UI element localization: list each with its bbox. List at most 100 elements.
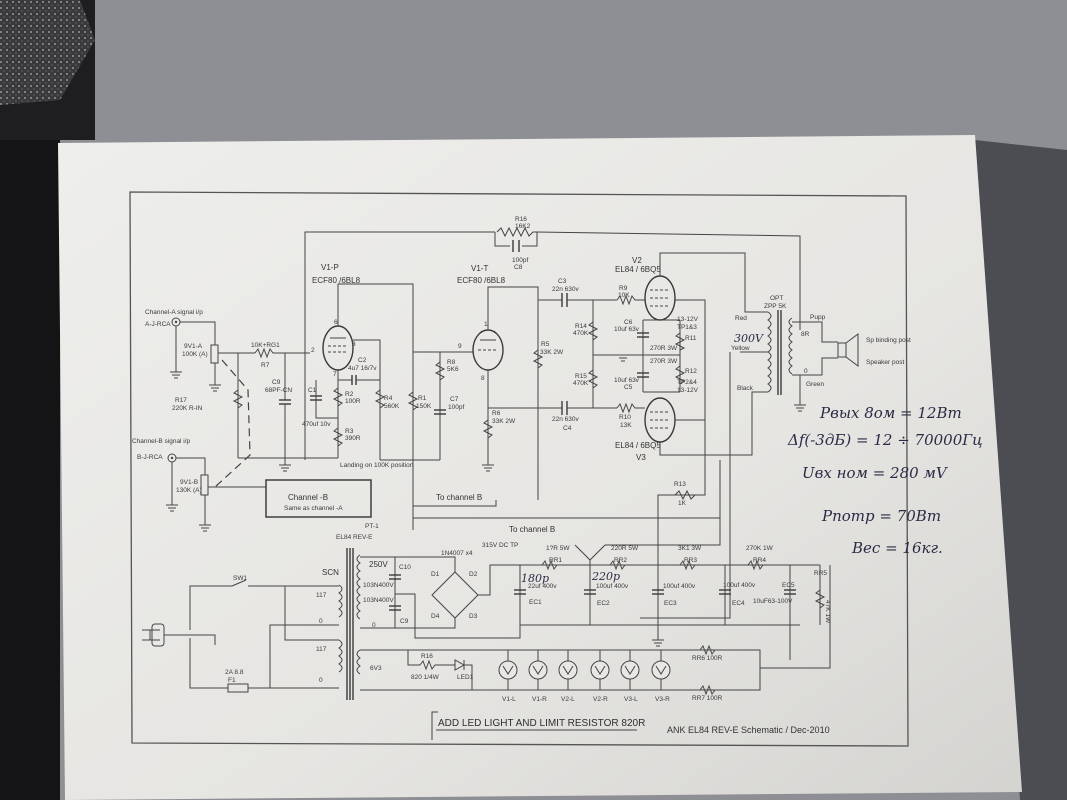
label: 1N4007 x4 — [441, 550, 473, 557]
label: 10uf 63v — [614, 326, 640, 333]
label: 8R — [801, 331, 810, 338]
label: B-J-RCA — [137, 454, 163, 461]
label: RR5 — [814, 570, 827, 577]
label: C2 — [358, 357, 367, 364]
label: D2 — [469, 571, 478, 578]
label: C9 — [400, 618, 409, 625]
bridge-rectifier — [431, 571, 479, 619]
label: R16 — [515, 216, 527, 223]
label: RR3 — [684, 557, 697, 564]
label: V3 — [636, 453, 646, 462]
label: D3 — [469, 613, 478, 620]
label: 22uf 400v — [528, 583, 557, 590]
label: 100pf — [512, 257, 528, 264]
label: R1 — [418, 395, 427, 402]
label: EL84 / 6BQ5 — [615, 265, 661, 274]
label: LED1 — [457, 674, 474, 681]
label: 100uf 400v — [663, 583, 696, 590]
label: 9V1-A — [184, 343, 203, 350]
label: RR4 — [753, 557, 766, 564]
label: 6V3 — [370, 665, 382, 672]
label: 100pf — [448, 404, 464, 411]
label: 10K+RG1 — [251, 342, 280, 349]
label: R10 — [619, 414, 631, 421]
filament-icon — [620, 650, 640, 690]
label: ZPP 5K — [764, 303, 787, 310]
label: 16K2 — [515, 223, 531, 230]
label: 0 — [372, 622, 376, 629]
note-frequency: Δf(-3дБ) = 12 ÷ 70000Гц — [787, 431, 983, 449]
note-power: Pвых 8ом = 12Вт — [819, 404, 962, 422]
label: 220R 5W — [611, 545, 639, 552]
label: 1 — [484, 321, 488, 328]
label: 1?R 5W — [546, 545, 570, 552]
label: 13K — [620, 422, 632, 429]
label: 10uF63-100V — [753, 598, 793, 605]
note-weight: Вес = 16кг. — [851, 539, 943, 557]
label: R6 — [492, 410, 501, 417]
label: R4 — [384, 395, 393, 402]
label: R14 — [575, 323, 587, 330]
label: Red — [735, 315, 747, 322]
label: 220K R-IN — [172, 405, 203, 412]
label: 0 — [804, 368, 808, 375]
handwritten-label: 180p — [521, 572, 549, 585]
input-labels: Channel-A signal i/p A-J-RCA 9V1-A 100K … — [132, 309, 343, 512]
heater-label: V2-L — [561, 696, 575, 703]
label: Black — [737, 385, 754, 392]
label: Channel -B — [288, 493, 328, 502]
label: R17 — [175, 397, 187, 404]
label: Channel-A signal i/p — [145, 309, 203, 316]
label: RR1 — [549, 557, 562, 564]
label: 33K 2W — [540, 349, 564, 356]
label: R15 — [575, 373, 587, 380]
label: R3 — [345, 428, 354, 435]
label: C5 — [624, 384, 633, 391]
filament-icon — [558, 650, 578, 690]
label: 470K — [573, 380, 589, 387]
heater-label: V3-L — [624, 696, 638, 703]
label: 10K — [618, 292, 630, 299]
label: R12 — [685, 368, 697, 375]
sparkle-cloth — [0, 0, 95, 105]
label: C4 — [563, 425, 572, 432]
label: R16 — [421, 653, 433, 660]
label: C8 — [514, 264, 523, 271]
shadow-right — [975, 140, 1067, 800]
label: 13-12V — [677, 387, 699, 394]
label: EC2 — [597, 600, 610, 607]
label: 1K — [678, 500, 687, 507]
schematic-border — [129, 191, 909, 747]
label: 103N400V — [363, 597, 394, 604]
handwritten-notes: Pвых 8ом = 12Вт Δf(-3дБ) = 12 ÷ 70000Гц … — [787, 404, 983, 557]
paper-sheet — [58, 135, 1022, 800]
heater-label: V1-L — [502, 696, 516, 703]
label: 3 — [352, 341, 356, 348]
label: EL84 REV-E — [336, 534, 373, 541]
label: R11 — [685, 335, 697, 342]
handwritten-300v: 300V — [734, 332, 764, 345]
label: V1-P — [321, 263, 339, 272]
label: 13-12V — [677, 316, 699, 323]
label: Same as channel -A — [284, 505, 343, 512]
label: 6 — [334, 319, 338, 326]
heater-filaments — [498, 650, 671, 690]
label: 117 — [316, 592, 327, 599]
led-note-banner: ADD LED LIGHT AND LIMIT RESISTOR 820R — [438, 718, 645, 729]
label: RR7 100R — [692, 695, 723, 702]
heater-label: V3-R — [655, 696, 670, 703]
label: 250V — [369, 560, 388, 569]
label: 390R — [345, 435, 361, 442]
filament-icon — [498, 650, 518, 690]
label: 9 — [458, 343, 462, 350]
label: 270R 3W — [650, 358, 678, 365]
label: 2 — [311, 347, 315, 354]
label: ECF80 /6BL8 — [457, 276, 506, 285]
label: V1-T — [471, 264, 488, 273]
handwritten-label: 220p — [591, 570, 620, 583]
label: EC3 — [664, 600, 677, 607]
label: 22n 630v — [552, 286, 579, 293]
label: 103N400V — [363, 582, 394, 589]
label: F1 — [228, 677, 236, 684]
